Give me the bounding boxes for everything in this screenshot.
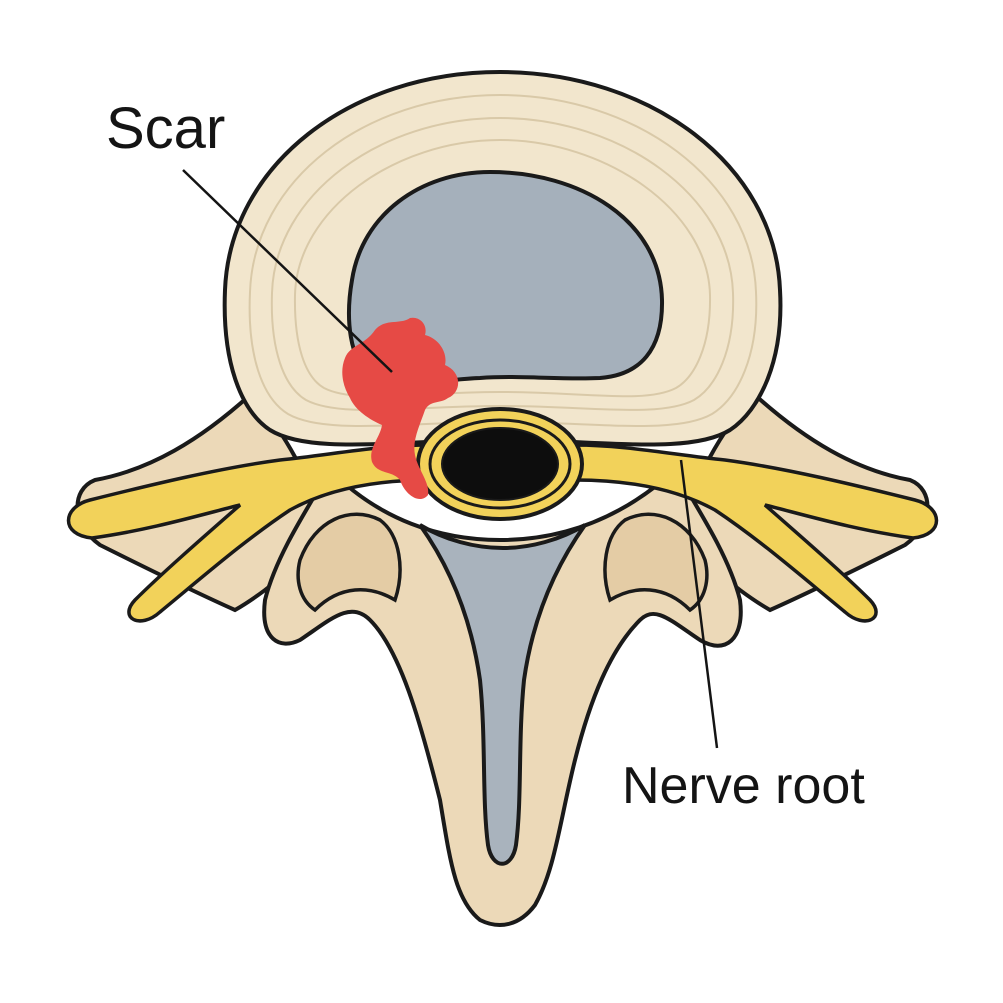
spinal-canal-ring	[428, 418, 572, 510]
nerve-root-label: Nerve root	[622, 757, 865, 815]
scar-tissue	[342, 317, 459, 500]
nerve-root-leader-line	[679, 459, 719, 749]
scar-label: Scar	[106, 96, 226, 161]
spinous-process-gray	[418, 523, 587, 866]
right-nerve-root	[573, 443, 939, 623]
right-facet	[603, 512, 709, 613]
left-facet	[296, 512, 402, 613]
left-nerve-root	[66, 443, 432, 623]
nucleus-pulposus	[347, 169, 665, 386]
scar-leader-line	[182, 169, 393, 373]
spinal-canal	[441, 427, 559, 501]
